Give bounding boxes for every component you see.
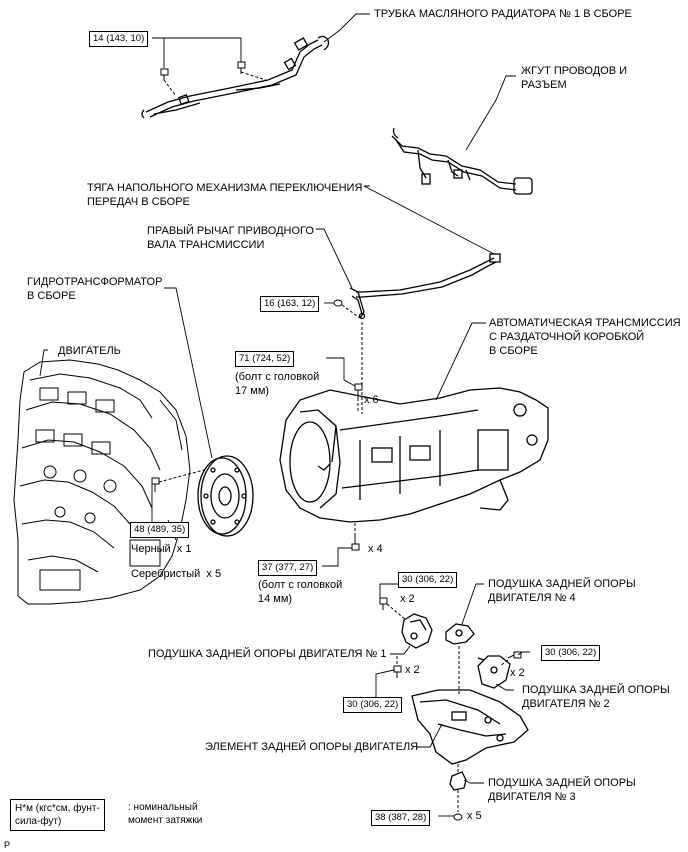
qty-bolt-17mm: x 6 <box>364 394 379 406</box>
label-silver-qty: Серебристый x 5 <box>131 568 222 580</box>
torque-box-mid-bolt: 30 (306, 22) <box>343 697 403 713</box>
trans-bolt-17mm <box>354 383 363 398</box>
mount-1-bolt <box>379 597 388 610</box>
legend-torque-unit: Н*м (кгс*см, фунт- сила-фут) <box>10 799 105 831</box>
mount-1-drawing <box>401 613 433 649</box>
torque-box-bolt-17mm: 71 (724, 52) <box>235 351 295 367</box>
label-engine: ДВИГАТЕЛЬ <box>58 345 121 357</box>
crossmember-drawing <box>411 689 529 765</box>
label-mount-4: ПОДУШКА ЗАДНЕЙ ОПОРЫ ДВИГАТЕЛЯ № 4 <box>488 578 636 604</box>
label-mount-2: ПОДУШКА ЗАДНЕЙ ОПОРЫ ДВИГАТЕЛЯ № 2 <box>522 684 670 710</box>
label-oil-cooler-tube: ТРУБКА МАСЛЯНОГО РАДИАТОРА № 1 В СБОРЕ <box>374 8 632 20</box>
mount-3-drawing <box>449 771 467 791</box>
label-shift-lever: ПРАВЫЙ РЫЧАГ ПРИВОДНОГО ВАЛА ТРАНСМИССИИ <box>147 225 314 251</box>
torque-box-mount-2-bolt: 30 (306, 22) <box>541 645 601 661</box>
label-mount-1: ПОДУШКА ЗАДНЕЙ ОПОРЫ ДВИГАТЕЛЯ № 1 <box>148 648 387 660</box>
qty-mount-2-bolt: x 2 <box>510 667 525 679</box>
qty-mid-bolt: x 2 <box>405 664 420 676</box>
shift-lever-drawing <box>349 287 366 320</box>
page-mark: P <box>4 840 11 850</box>
label-mount-3: ПОДУШКА ЗАДНЕЙ ОПОРЫ ДВИГАТЕЛЯ № 3 <box>488 777 636 803</box>
label-bolt-14mm: (болт с головкой 14 мм) <box>258 579 343 605</box>
tube-bolt-left <box>160 68 169 80</box>
engine-drawing <box>13 359 191 605</box>
label-torque-converter: ГИДРОТРАНСФОРМАТОР В СБОРЕ <box>27 276 163 302</box>
qty-mount-3-nut: x 5 <box>467 810 482 822</box>
converter-bolt <box>151 477 160 492</box>
shift-cable-drawing <box>356 253 501 298</box>
torque-box-mount-1-bolt: 30 (306, 22) <box>398 572 458 588</box>
label-crossmember: ЭЛЕМЕНТ ЗАДНЕЙ ОПОРЫ ДВИГАТЕЛЯ <box>205 741 419 753</box>
mount-4-drawing <box>445 623 475 645</box>
torque-box-oil-tube: 14 (143, 10) <box>89 31 149 47</box>
oil-cooler-tube-drawing <box>141 35 330 119</box>
label-shift-cable: ТЯГА НАПОЛЬНОГО МЕХАНИЗМА ПЕРЕКЛЮЧЕНИЯ П… <box>87 182 363 208</box>
leader-lines <box>39 13 530 817</box>
label-wire-harness: ЖГУТ ПРОВОДОВ И РАЗЪЕМ <box>521 65 628 91</box>
torque-box-converter: 48 (489, 35) <box>130 522 190 538</box>
mount-2-drawing <box>477 655 511 689</box>
legend-description: : номинальный момент затяжки <box>128 802 203 826</box>
trans-bolt-14mm <box>351 536 360 551</box>
mid-bolt <box>393 665 402 678</box>
mount-2-bolt <box>507 651 522 659</box>
qty-mount-1-bolt: x 2 <box>400 593 415 605</box>
qty-bolt-14mm: x 4 <box>368 543 383 555</box>
label-auto-transmission: АВТОМАТИЧЕСКАЯ ТРАНСМИССИЯ С РАЗДАТОЧНОЙ… <box>489 317 681 357</box>
torque-converter-drawing <box>197 455 254 537</box>
label-black-qty: Черный x 1 <box>131 543 192 555</box>
torque-box-mount-3-nut: 38 (387, 28) <box>371 810 431 826</box>
lever-nut <box>333 299 343 307</box>
label-bolt-17mm: (болт с головкой 17 мм) <box>235 371 320 397</box>
torque-box-lever-nut: 16 (163, 12) <box>260 296 320 312</box>
mount-3-nut <box>453 813 463 821</box>
torque-box-bolt-14mm: 37 (377, 27) <box>258 560 318 576</box>
transmission-drawing <box>279 387 549 523</box>
tube-bolt-right <box>237 61 246 74</box>
wire-harness-drawing <box>391 127 533 195</box>
